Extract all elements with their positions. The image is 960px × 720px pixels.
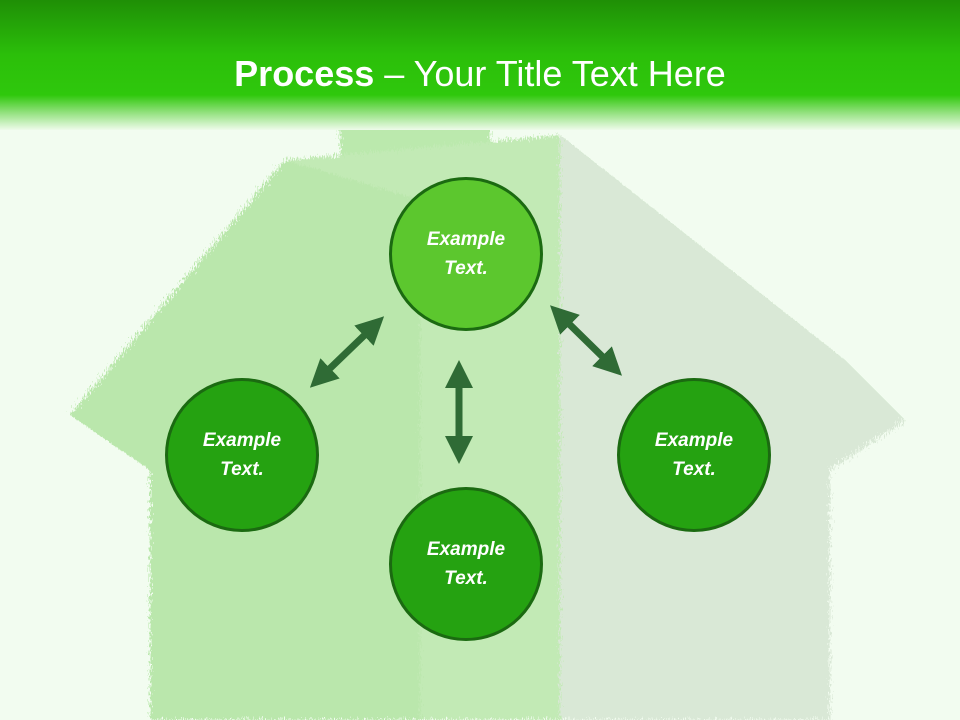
node-right-text: Example Text.	[654, 430, 734, 480]
process-node-bottom: Example Text.	[389, 487, 543, 641]
title-text: – Your Title Text Here	[374, 53, 726, 94]
process-node-left: Example Text.	[165, 378, 319, 532]
node-top-text: Example Text.	[426, 229, 506, 279]
arrow-left-top	[309, 316, 385, 388]
process-node-right: Example Text.	[617, 378, 771, 532]
process-node-top: Example Text.	[389, 177, 543, 331]
slide-title: Process – Your Title Text Here	[0, 52, 960, 96]
title-bar	[0, 0, 960, 130]
node-left-text: Example Text.	[202, 430, 282, 480]
arrow-top-right	[550, 305, 622, 376]
node-bottom-text: Example Text.	[426, 539, 506, 589]
title-bold: Process	[234, 53, 375, 94]
